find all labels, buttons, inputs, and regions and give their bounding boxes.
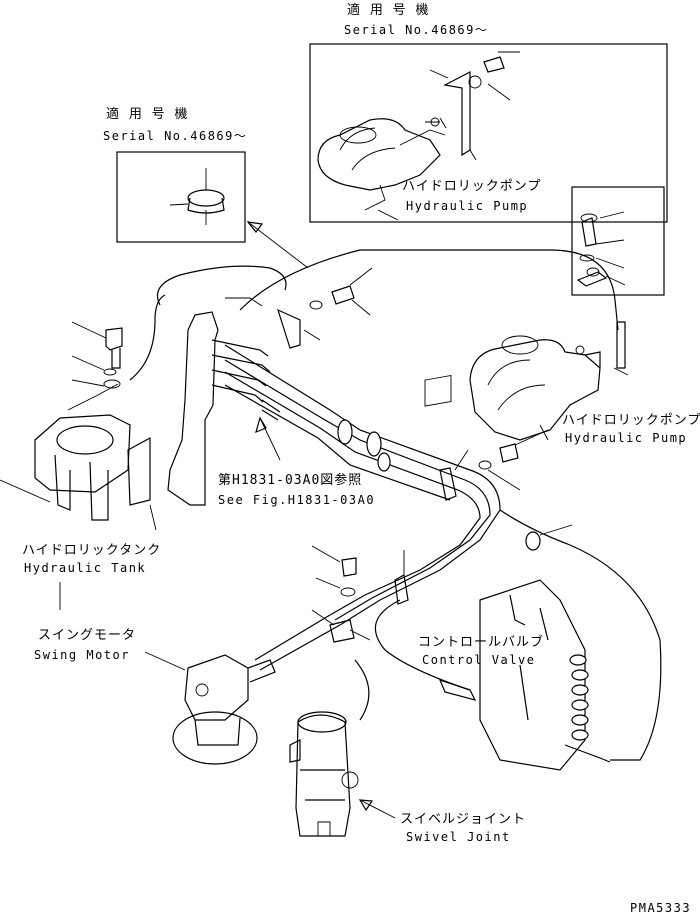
- hose-to-swing-motor-2: [254, 614, 331, 661]
- left-inset-arrow: [246, 221, 264, 233]
- hose-to-swing-motor: [259, 624, 341, 671]
- reference-note-jp: 第H1831-03A0図参照: [218, 472, 362, 488]
- hose-clamps: [329, 374, 573, 643]
- left-inset-leader: [247, 221, 309, 269]
- top-inset: 適 用 号 機 Serial No.46869～ ハイドロリックポンプ Hydr…: [309, 2, 668, 223]
- hose-tank-return: [129, 294, 166, 381]
- hose-bundle-d: [224, 384, 451, 501]
- valve-spools: [569, 654, 589, 741]
- hydraulic-tank: [0, 383, 157, 531]
- drawing-number: PMA5333: [630, 901, 691, 915]
- right-pump-en: Hydraulic Pump: [565, 431, 687, 445]
- top-inset-pump-jp: ハイドロリックポンプ: [402, 179, 541, 194]
- control-valve-label-jp: コントロールバルブ: [418, 634, 544, 650]
- hose-bundle-c: [224, 371, 481, 616]
- top-inset-pump: [317, 51, 520, 221]
- tank-label-en: Hydraulic Tank: [24, 561, 146, 575]
- right-pump-jp: ハイドロリックポンプ: [562, 413, 700, 428]
- reference-note-en: See Fig.H1831-03A0: [218, 493, 375, 507]
- bolts-washers: [71, 267, 549, 626]
- upper-right-clamp-detail: [571, 186, 665, 296]
- hose-swivel: [354, 659, 370, 721]
- hose-top-loop: [239, 249, 619, 331]
- left-inset-frame: [116, 151, 246, 243]
- swing-motor-label-jp: スイングモータ: [38, 628, 136, 643]
- hose-bundle-b: [224, 359, 491, 621]
- tank-label-jp: ハイドロリックタンク: [22, 543, 161, 558]
- hose-manifold: [167, 297, 281, 506]
- hose-bundle-a: [224, 344, 501, 626]
- swivel-joint: [289, 711, 396, 837]
- hose-valve-return: [499, 509, 662, 761]
- swivel-label-jp: スイベルジョイント: [400, 812, 526, 827]
- control-valve: [438, 579, 611, 771]
- swivel-label-en: Swivel Joint: [406, 830, 511, 844]
- top-inset-frame: [309, 43, 668, 223]
- swing-motor-label-en: Swing Motor: [34, 648, 130, 662]
- right-hydraulic-pump: [469, 321, 629, 441]
- hose-left-loop: [156, 265, 287, 306]
- left-inset: 適 用 号 機 Serial No.46869～: [103, 106, 309, 269]
- hose-valve-feed: [374, 599, 471, 691]
- swing-motor: [144, 651, 276, 765]
- hose-lines: [129, 249, 662, 761]
- upper-right-frame: [571, 186, 665, 296]
- left-inset-clamp: [169, 168, 225, 225]
- top-inset-applicable-label: 適 用 号 機: [347, 2, 429, 18]
- top-inset-pump-en: Hydraulic Pump: [406, 199, 528, 213]
- left-inset-applicable-label: 適 用 号 機: [106, 106, 188, 122]
- top-inset-serial-label: Serial No.46869～: [344, 23, 488, 37]
- left-inset-serial-label: Serial No.46869～: [103, 129, 247, 143]
- control-valve-label-en: Control Valve: [422, 653, 535, 667]
